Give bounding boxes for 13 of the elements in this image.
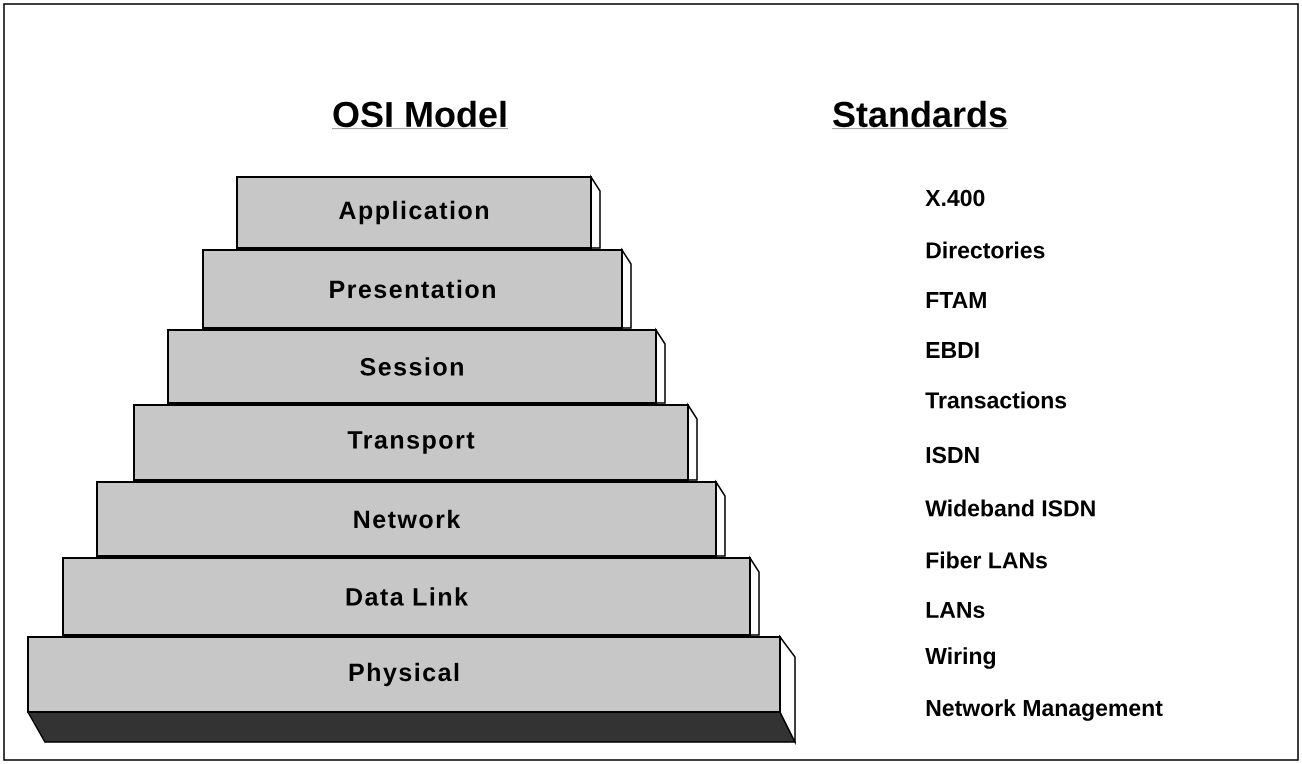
standard-name: ISDN [926, 446, 979, 464]
standard-name: Network Management [926, 699, 1163, 721]
standard-name: EBDI [926, 342, 979, 358]
standard-name: Wiring [925, 647, 996, 669]
standard-name: Transactions [925, 391, 1067, 409]
standard-name: LANs [926, 602, 985, 619]
heading: Standards [831, 100, 1009, 129]
standard-name: Wideband ISDN [925, 499, 1095, 517]
standard-name: Fiber LANs [926, 551, 1047, 569]
standard-name: Directories [926, 241, 1045, 259]
heading: OSI Model [331, 100, 509, 129]
standard-name: FTAM [926, 292, 986, 308]
standard-name: X.400 [925, 189, 985, 207]
